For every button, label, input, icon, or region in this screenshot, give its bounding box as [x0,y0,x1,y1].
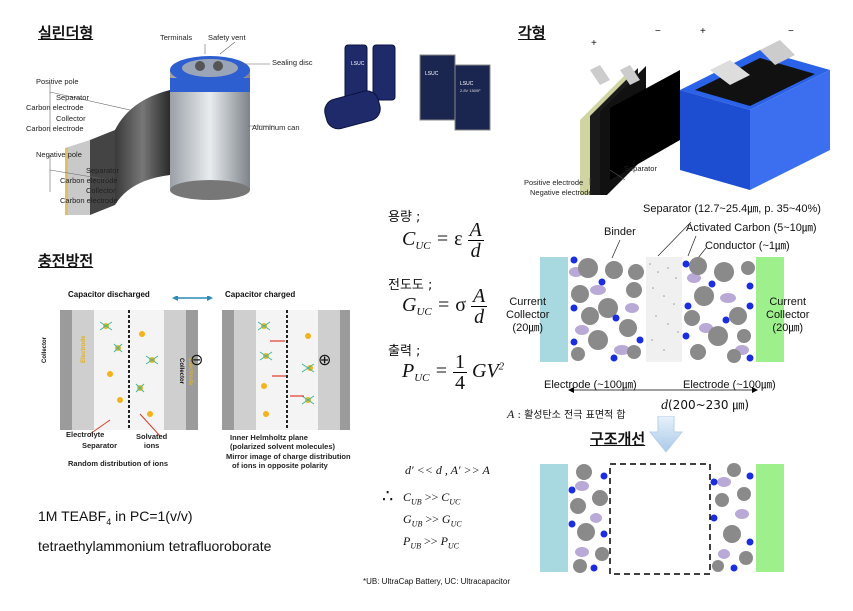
relation-d-a: d′ << d , A′ >> A [405,463,490,477]
cylindrical-capacitor-illustration [49,41,275,215]
label-separator-charge: Separator [82,441,118,450]
footnote: *UB: UltraCap Battery, UC: Ultracapacito… [363,577,511,586]
label-collector-neg: Collector [86,186,116,195]
therefore-symbol: ∴ [382,486,394,507]
label-electrode-left: Electrode [81,335,87,363]
prismatic-separator-label: Separator [624,164,657,173]
label-positive-pole: Positive pole [36,77,79,86]
prismatic-minus-left: − [655,26,661,37]
prismatic-plus-right: + [700,26,706,37]
label-separator-pos: Separator [56,93,89,102]
label-carbon-electrode-neg: Carbon electrode [60,176,118,185]
relation-c: CUB >> CUC [403,490,461,507]
separator-spec-label: Separator (12.7~25.4㎛, p. 35~40%) [643,203,821,215]
title-structure-improvement: 구조개선 [590,430,646,448]
label-solvated-ions: Solvated ions [136,432,168,450]
label-random-distribution: Random distribution of ions [68,459,168,468]
plus-sign-icon: ⊕ [318,350,332,369]
label-inner-helmholtz: Inner Helmholtz plane [230,433,308,442]
electrolyte-formula: 1M TEABF4 in PC=1(v/v) [38,508,193,527]
title-charge-discharge: 충전방전 [38,252,94,270]
relation-p: PUB >> PUC [403,534,460,551]
charge-discharge-illustration [60,296,350,436]
label-carbon-electrode-pos: Carbon electrode [26,103,84,112]
prismatic-negative-electrode: Negative electrode [530,188,593,197]
conductance-label: 전도도 ; [388,278,433,293]
a-surface-area-label: A : 활성탄소 전극 표면적 합 [507,407,626,421]
label-capacitor-charged: Capacitor charged [225,290,296,299]
prismatic-capacitor-illustration [580,40,830,195]
label-aluminum-can: Aluminum can [252,123,300,132]
current-collector-right-label: Current Collector (20㎛) [766,296,810,334]
d-dimension-label: d(200~230 ㎛) [661,398,750,413]
label-negative-pole: Negative pole [36,150,82,159]
product-brand-3: LSUC [460,81,474,87]
activated-carbon-label: Activated Carbon (5~10㎛) [686,222,817,234]
down-arrow-icon [648,416,684,453]
label-safety-vent: Safety vent [208,33,246,42]
prismatic-positive-electrode: Positive electrode [524,178,584,187]
improved-structure-diagram [540,463,784,575]
title-cylindrical: 실린더형 [38,24,94,42]
minus-sign-icon: ⊖ [190,350,204,369]
label-mirror: Mirror image of charge distribution [226,452,351,461]
label-collector-pos: Collector [56,114,86,123]
ultracapacitor-product-photo: LSUC LSUC LSUC 2.8V 1500F [324,44,491,131]
capacity-label: 용량 ; [388,210,421,225]
product-brand: LSUC [351,61,365,67]
label-carbon-electrode-neg-2: Carbon electrode [60,196,118,205]
output-label: 출력 ; [388,344,421,359]
label-collector-left: Collector [42,336,48,363]
product-spec: 2.8V 1500F [460,88,481,93]
label-polarized: (polarized solvent molecules) [230,442,336,451]
electrolyte-name: tetraethylammonium tetrafluoroborate [38,538,272,554]
conductor-label: Conductor (~1㎛) [705,240,790,252]
label-terminals: Terminals [160,33,193,42]
label-electrolyte: Electrolyte [66,430,105,439]
current-collector-left-label: Current Collector (20㎛) [506,296,550,334]
prismatic-minus-right: − [788,26,794,37]
title-prismatic: 각형 [518,24,546,42]
label-separator-neg: Separator [86,166,119,175]
electrode-right-label: Electrode (~100㎛) [683,379,776,391]
label-opposite: of ions in opposite polarity [232,461,328,470]
label-capacitor-discharged: Capacitor discharged [68,290,150,299]
product-brand-2: LSUC [425,71,439,77]
binder-label: Binder [604,226,636,238]
label-carbon-electrode-pos-2: Carbon electrode [26,124,84,133]
label-sealing-disc: Sealing disc [272,58,313,67]
label-collector-right: Collector [178,358,184,385]
electrode-structure-diagram [540,221,784,393]
relation-g: GUB >> GUC [403,512,462,529]
prismatic-plus-left: + [591,38,597,49]
electrode-left-label: Electrode (~100㎛) [544,379,637,391]
